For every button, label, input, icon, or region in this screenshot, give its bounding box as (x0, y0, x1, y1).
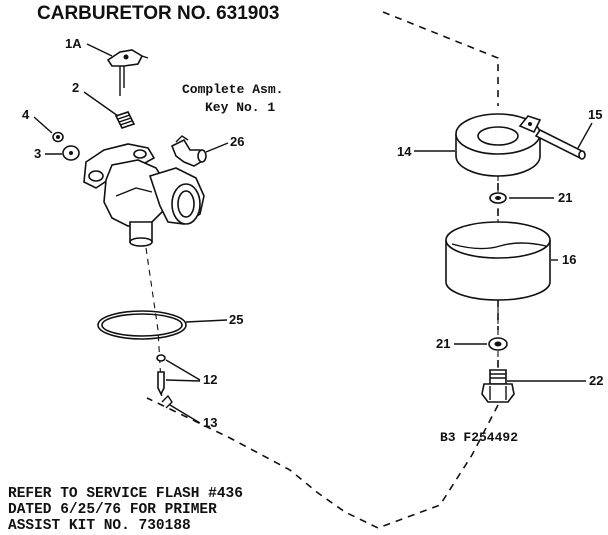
part-25-oring (97, 310, 187, 340)
label-21-lower: 21 (436, 336, 450, 351)
carburetor-body (83, 143, 205, 247)
part-3-disc (62, 145, 80, 161)
leader-2 (83, 91, 119, 117)
diagram-title: CARBURETOR NO. 631903 (37, 3, 280, 24)
part-16-bowl (445, 221, 551, 301)
part-1a-lever (106, 49, 149, 96)
part-4-cap (52, 131, 64, 143)
service-note-line-1: REFER TO SERVICE FLASH #436 (8, 486, 243, 502)
part-22-bolt (481, 369, 515, 403)
leader-1a (86, 43, 113, 57)
assembly-caption-line-2: Key No. 1 (205, 100, 275, 115)
label-14: 14 (397, 144, 412, 159)
part-12-needle (156, 354, 166, 396)
leader-4 (33, 116, 53, 134)
leader-15 (577, 122, 593, 149)
label-22: 22 (589, 373, 603, 388)
label-12: 12 (203, 372, 217, 387)
service-note-line-3: ASSIST KIT NO. 730188 (8, 518, 191, 534)
label-13: 13 (203, 415, 217, 430)
part-21-washer-lower-hole (494, 341, 502, 347)
label-25: 25 (229, 312, 243, 327)
part-26-fitting (170, 135, 207, 167)
leader-13 (169, 404, 201, 424)
leader-26 (205, 142, 229, 153)
leader-25 (185, 319, 228, 323)
label-4: 4 (22, 107, 30, 122)
figure-code: B3 F254492 (440, 430, 518, 445)
left-centerline (145, 247, 163, 401)
part-21-washer-upper-hole (495, 196, 501, 200)
part-13-clip (161, 394, 173, 409)
service-note-line-2: DATED 6/25/76 FOR PRIMER (8, 502, 217, 518)
part-14-cover (455, 113, 542, 177)
part-15-pin (534, 128, 586, 160)
label-1a: 1A (65, 36, 82, 51)
label-21-upper: 21 (558, 190, 572, 205)
label-15: 15 (588, 107, 602, 122)
assembly-caption-line-1: Complete Asm. (182, 82, 283, 97)
leader-12 (165, 359, 201, 382)
label-2: 2 (72, 80, 79, 95)
part-2-screw (114, 111, 136, 129)
label-26: 26 (230, 134, 244, 149)
label-3: 3 (34, 146, 41, 161)
label-16: 16 (562, 252, 576, 267)
